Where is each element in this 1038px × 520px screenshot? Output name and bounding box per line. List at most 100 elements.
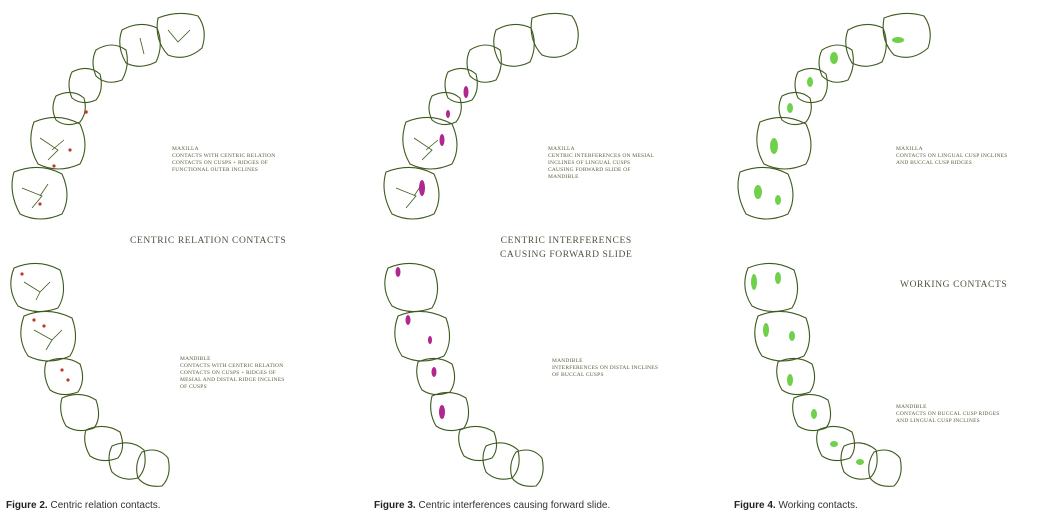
label-line: MANDIBLE [180, 356, 285, 363]
contact-mark [751, 274, 757, 290]
title-line: CENTRIC INTERFERENCES [500, 234, 632, 248]
label-line: OF BUCCAL CUSPS [552, 372, 658, 379]
tooth [459, 426, 497, 460]
label-line: CONTACTS WITH CENTRIC RELATION [172, 153, 275, 160]
interference-mark [428, 336, 432, 344]
contact-mark [775, 272, 781, 284]
tooth [431, 392, 469, 430]
tooth [31, 117, 85, 169]
interference-mark [406, 315, 411, 325]
contact-mark [60, 368, 63, 371]
contact-mark [811, 409, 817, 419]
tooth-groove [34, 330, 62, 350]
caption-text: Centric relation contacts. [50, 500, 160, 511]
contact-mark [754, 185, 762, 199]
contact-mark [770, 138, 778, 154]
tooth-groove [24, 282, 50, 300]
interference-mark [419, 180, 425, 196]
label-line: CONTACTS ON LINGUAL CUSP INCLINES [896, 153, 1007, 160]
figure-caption: Figure 4. Working contacts. [734, 500, 858, 511]
mandibular-arch [385, 263, 543, 486]
tooth [61, 394, 99, 430]
figure-4-arch-diagram [730, 0, 1038, 500]
contact-mark [787, 374, 793, 386]
label-line: MESIAL AND DISTAL RIDGE INCLINES [180, 377, 285, 384]
label-line: INTERFERENCES ON DISTAL INCLINES [552, 365, 658, 372]
maxillary-arch [384, 13, 578, 219]
label-line: OF CUSPS [180, 384, 285, 391]
contact-mark [38, 202, 41, 205]
maxilla-label: MAXILLA CONTACTS ON LINGUAL CUSP INCLINE… [896, 146, 1007, 167]
label-line: FUNCTIONAL OUTER INCLINES [172, 167, 275, 174]
tooth [467, 45, 501, 82]
tooth [483, 443, 519, 479]
interference-mark [440, 134, 445, 146]
caption-prefix: Figure 2. [6, 500, 48, 511]
tooth-groove [140, 30, 190, 54]
label-line: MAXILLA [548, 146, 654, 153]
figure-4-panel: MAXILLA CONTACTS ON LINGUAL CUSP INCLINE… [730, 0, 1038, 520]
interference-mark [439, 405, 445, 419]
tooth [157, 13, 204, 57]
title-line: CENTRIC RELATION CONTACTS [130, 236, 286, 246]
maxillary-arch [738, 13, 930, 219]
tooth [120, 24, 161, 66]
tooth [395, 311, 450, 361]
label-line: CONTACTS ON CUSPS + RIDGES OF [180, 370, 285, 377]
tooth [738, 167, 793, 219]
label-line: CONTACTS WITH CENTRIC RELATION [180, 363, 285, 370]
title-line: WORKING CONTACTS [900, 280, 1007, 290]
label-line: MAXILLA [172, 146, 275, 153]
tooth [69, 68, 101, 102]
caption-text: Centric interferences causing forward sl… [418, 500, 610, 511]
label-line: MAXILLA [896, 146, 1007, 153]
tooth [11, 263, 64, 311]
tooth [21, 311, 76, 361]
label-line: CENTRIC INTERFERENCES ON MESIAL [548, 153, 654, 160]
label-line: AND LINGUAL CUSP INCLINES [896, 418, 1000, 425]
mandible-label: MANDIBLE INTERFERENCES ON DISTAL INCLINE… [552, 358, 658, 379]
center-title: WORKING CONTACTS [900, 280, 1007, 290]
tooth-groove [396, 184, 422, 208]
label-line: CAUSING FORWARD SLIDE OF [548, 167, 654, 174]
tooth [755, 311, 810, 361]
tooth [12, 167, 67, 219]
contact-mark [830, 441, 838, 447]
center-title: CENTRIC RELATION CONTACTS [130, 236, 286, 246]
tooth [531, 13, 578, 57]
tooth [777, 358, 815, 394]
mandible-label: MANDIBLE CONTACTS WITH CENTRIC RELATION … [180, 356, 285, 391]
interference-mark [396, 267, 401, 277]
tooth [137, 450, 169, 486]
tooth [883, 13, 930, 57]
label-line: MANDIBLE [548, 174, 654, 181]
tooth [85, 426, 123, 460]
mandibular-working-contacts [751, 272, 864, 465]
contact-mark [52, 164, 55, 167]
tooth [511, 450, 543, 486]
tooth [846, 24, 887, 66]
caption-text: Working contacts. [778, 500, 857, 511]
contact-mark [32, 318, 35, 321]
contact-mark [20, 272, 23, 275]
contact-mark [775, 195, 781, 205]
tooth [819, 45, 853, 82]
figure-caption: Figure 2. Centric relation contacts. [6, 500, 161, 511]
contact-mark [830, 52, 838, 64]
label-line: MANDIBLE [552, 358, 658, 365]
mandibular-arch [745, 263, 901, 486]
center-title: CENTRIC INTERFERENCES CAUSING FORWARD SL… [500, 234, 632, 262]
tooth-groove [22, 184, 48, 208]
figure-2-arch-diagram [0, 0, 345, 500]
contact-mark [42, 324, 45, 327]
tooth-groove [40, 138, 64, 160]
tooth [869, 450, 901, 486]
contact-mark [789, 331, 795, 341]
contact-mark [856, 459, 864, 465]
label-line: CONTACTS ON CUSPS + RIDGES OF [172, 160, 275, 167]
caption-prefix: Figure 3. [374, 500, 416, 511]
tooth [385, 263, 438, 311]
figure-caption: Figure 3. Centric interferences causing … [374, 500, 610, 511]
tooth [494, 24, 535, 66]
contact-mark [892, 37, 904, 43]
